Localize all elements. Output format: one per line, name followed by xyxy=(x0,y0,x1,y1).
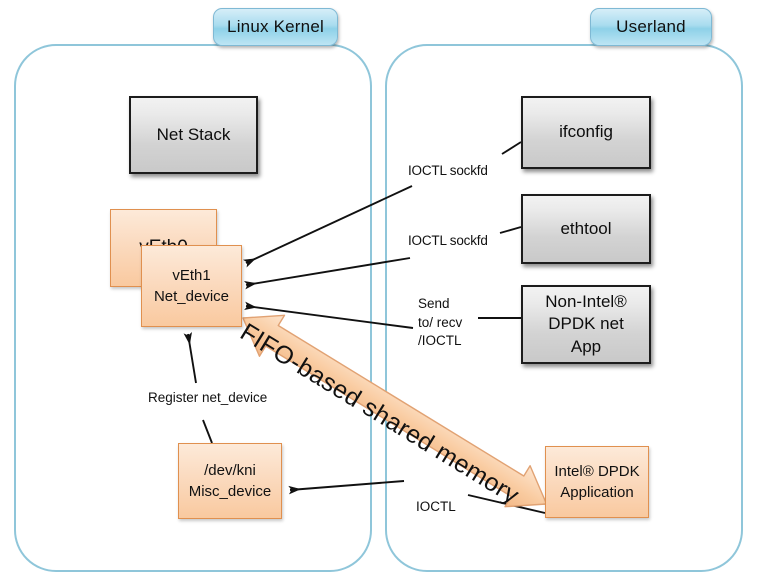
zone-label-linux-kernel: Linux Kernel xyxy=(213,8,338,46)
node-intel-dpdk-application[interactable]: Intel® DPDK Application xyxy=(545,446,649,518)
node-dev-kni-label-line2: Misc_device xyxy=(188,483,272,500)
node-veth1-label-line1: vEth1 xyxy=(172,266,211,284)
edge-label-ioctl-kni: IOCTL xyxy=(416,499,456,514)
node-non-intel-dpdk-label-line3: App xyxy=(570,336,602,356)
node-dev-kni[interactable]: /dev/kni Misc_device xyxy=(178,443,282,519)
edge-label-send-recv-ioctl: Send to/ recv /IOCTL xyxy=(418,295,462,351)
node-non-intel-dpdk-net-app[interactable]: Non-Intel® DPDK net App xyxy=(521,285,651,364)
edge-label-send-line3: /IOCTL xyxy=(418,333,462,349)
node-non-intel-dpdk-label-line2: DPDK net xyxy=(548,314,624,334)
node-ethtool-label: ethtool xyxy=(560,218,612,238)
node-non-intel-dpdk-label-line1: Non-Intel® xyxy=(545,292,627,312)
node-dev-kni-label-line1: /dev/kni xyxy=(204,461,256,479)
edge-label-ioctl-sockfd-ifconfig: IOCTL sockfd xyxy=(408,163,488,178)
node-intel-dpdk-label-line2: Application xyxy=(560,484,634,501)
zone-label-userland: Userland xyxy=(590,8,712,46)
node-net-stack[interactable]: Net Stack xyxy=(129,96,258,174)
edge-label-register-net-device: Register net_device xyxy=(148,390,268,405)
edge-label-send-line2: to/ recv xyxy=(418,314,463,330)
node-intel-dpdk-label-line1: Intel® DPDK xyxy=(554,462,640,480)
node-ifconfig-label: ifconfig xyxy=(559,122,613,142)
edge-label-ioctl-sockfd-ethtool: IOCTL sockfd xyxy=(408,233,488,248)
node-veth1[interactable]: vEth1 Net_device xyxy=(141,245,242,327)
edge-label-send-line1: Send xyxy=(418,296,450,311)
node-ifconfig[interactable]: ifconfig xyxy=(521,96,651,169)
node-veth1-label-line2: Net_device xyxy=(153,288,230,305)
node-net-stack-label: Net Stack xyxy=(156,124,231,144)
node-ethtool[interactable]: ethtool xyxy=(521,194,651,264)
